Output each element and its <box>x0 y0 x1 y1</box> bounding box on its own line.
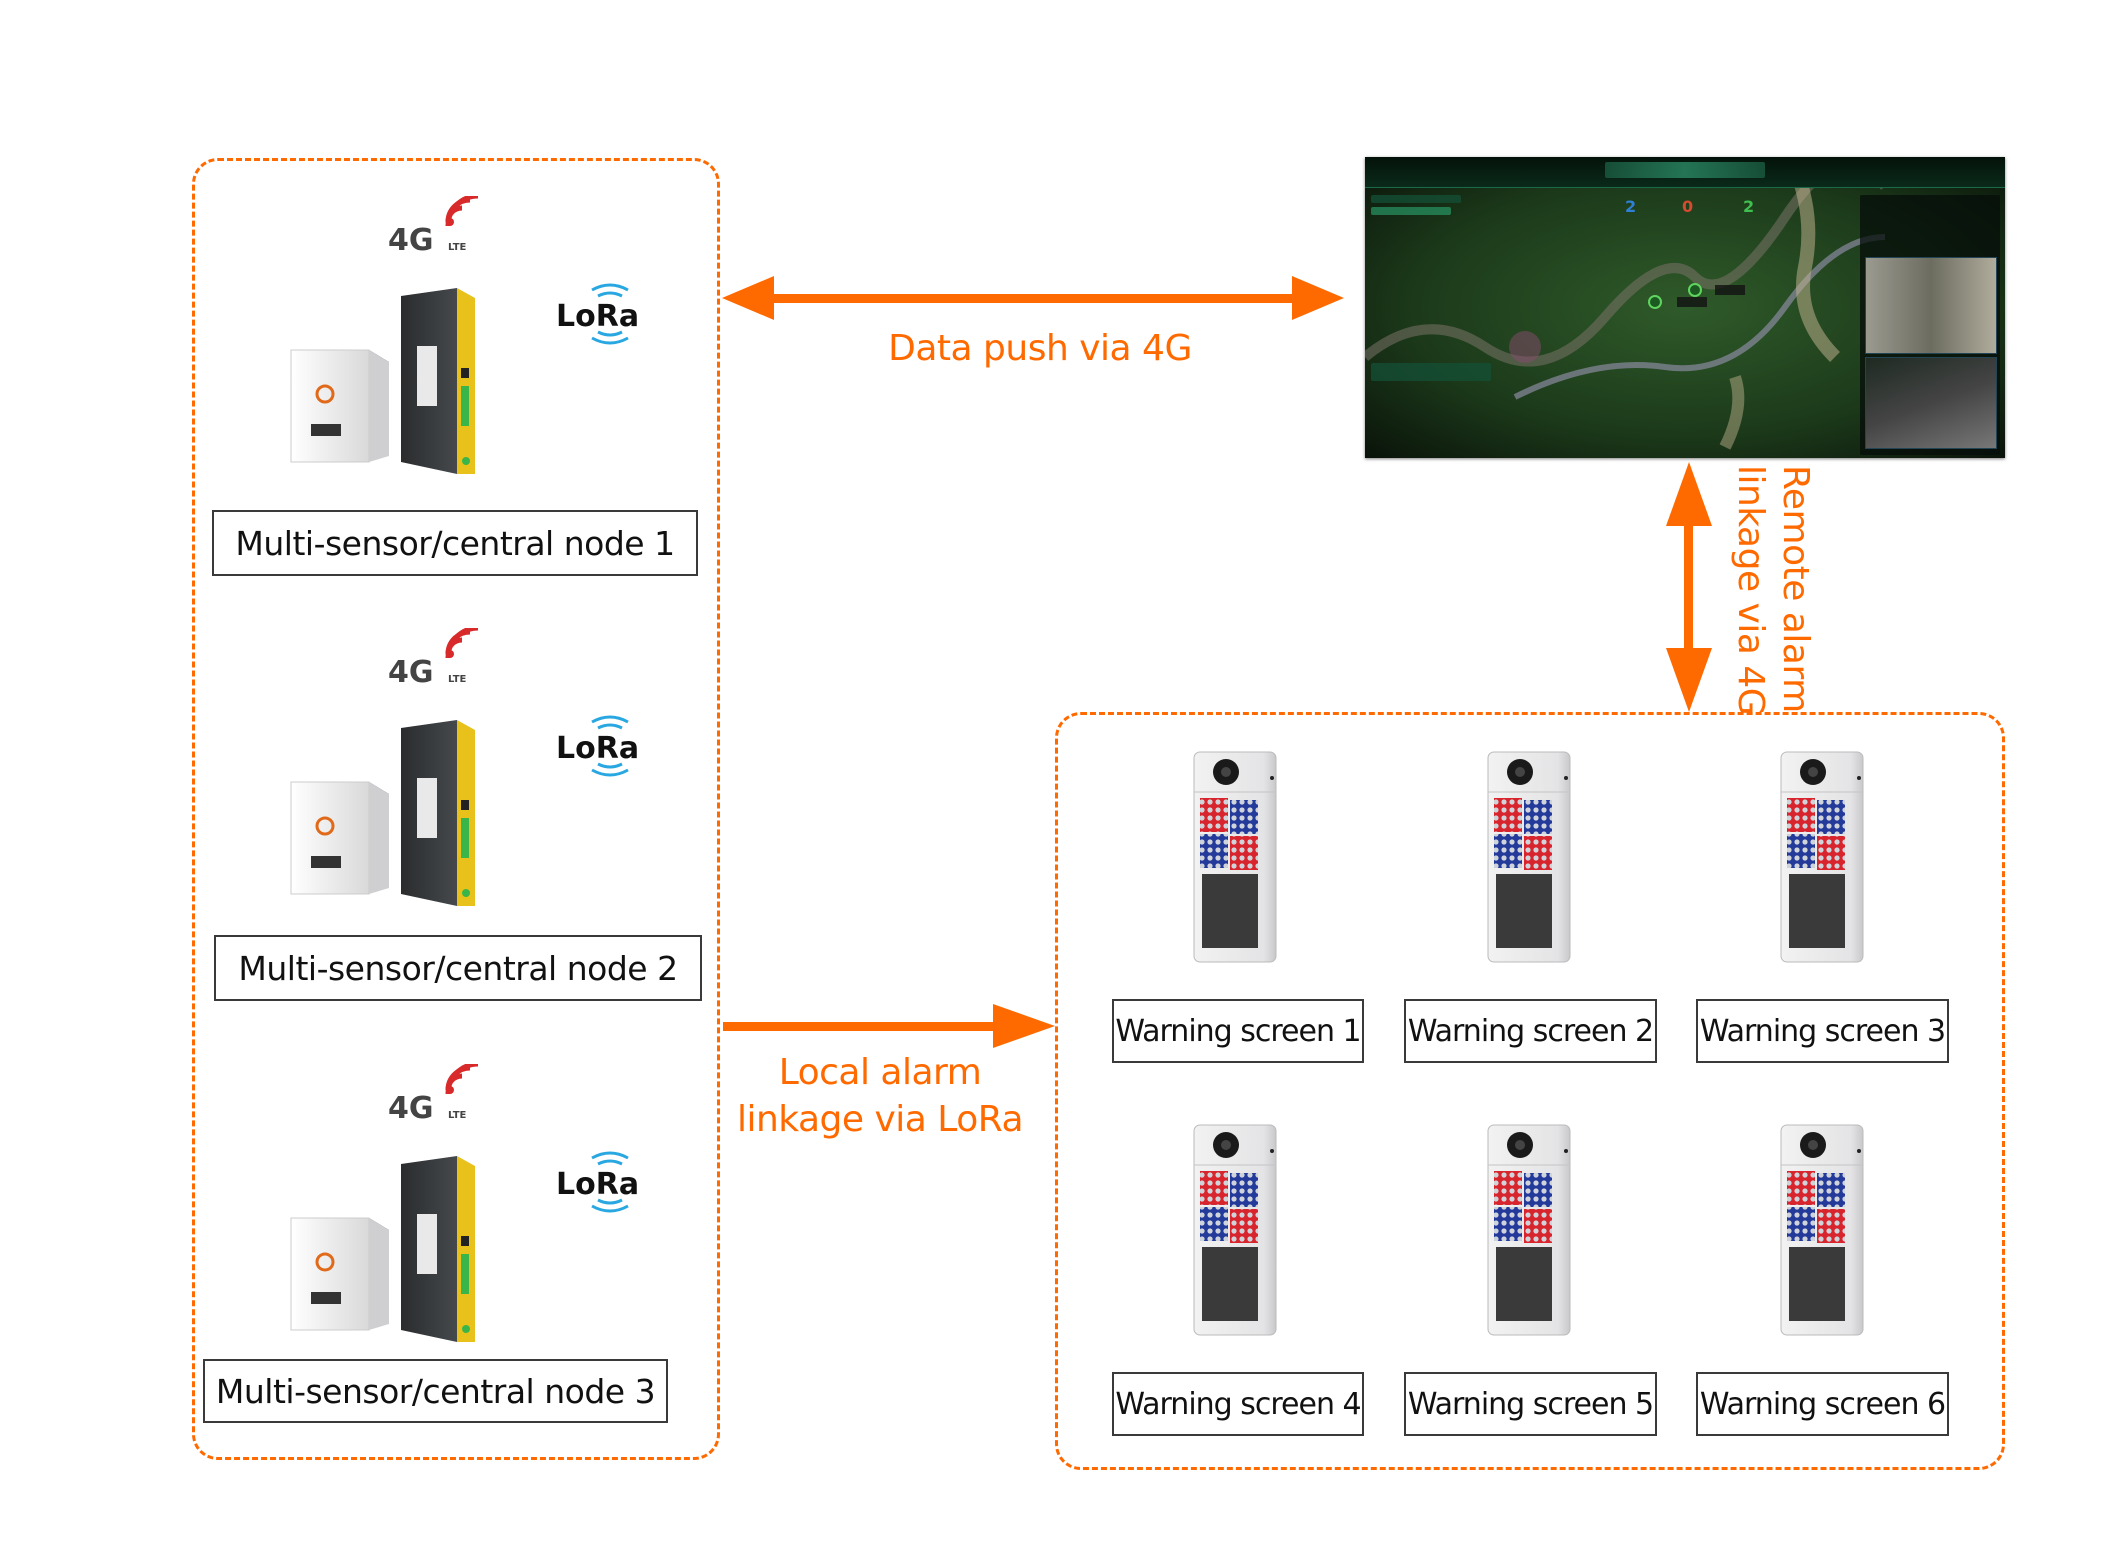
solar-sensor-cube-icon <box>285 1204 395 1334</box>
lora-text: LoRa <box>556 1167 639 1202</box>
gateway-router-icon <box>397 718 483 908</box>
sensor-node-3: 4G LTE LoRa <box>192 1064 639 1364</box>
warning-screen-4-label: Warning screen 4 <box>1112 1372 1364 1436</box>
warning-screen-5-device-icon <box>1484 1123 1580 1338</box>
lora-logo-icon: LoRa <box>550 708 670 786</box>
dashboard-camera-feed-1 <box>1865 257 1997 354</box>
data-push-arrow <box>722 276 1344 320</box>
local-alarm-arrow <box>723 1004 1055 1048</box>
warning-screen-1-label: Warning screen 1 <box>1112 999 1364 1063</box>
solar-sensor-cube-icon <box>285 768 395 898</box>
warning-screen-6-label: Warning screen 6 <box>1696 1372 1949 1436</box>
remote-alarm-arrow-head-up <box>1666 462 1712 526</box>
lora-text: LoRa <box>556 731 639 766</box>
data-push-arrow-head-right <box>1292 276 1344 320</box>
sensor-node-2: 4G LTE LoRa <box>192 628 639 928</box>
warning-screen-group <box>1055 712 2005 1470</box>
warning-screen-6-device-icon <box>1777 1123 1873 1338</box>
remote-alarm-arrow <box>1666 462 1712 712</box>
dashboard-left-panel-top <box>1371 195 1461 203</box>
4g-lte-logo-icon: 4G LTE <box>386 196 486 258</box>
data-push-label: Data push via 4G <box>888 328 1192 369</box>
lte-text: LTE <box>448 674 467 685</box>
dashboard-topbar <box>1365 157 2005 188</box>
warning-screen-2-label: Warning screen 2 <box>1404 999 1657 1063</box>
sensor-node-2-label: Multi-sensor/central node 2 <box>214 935 702 1001</box>
dashboard-left-panel-bottom <box>1371 363 1491 381</box>
data-push-arrow-head-left <box>722 276 774 320</box>
remote-alarm-label-line-1: Remote alarm <box>1775 465 1816 713</box>
remote-alarm-arrow-head-down <box>1666 648 1712 712</box>
4g-text: 4G <box>388 223 434 258</box>
solar-sensor-cube-icon <box>285 336 395 466</box>
remote-alarm-label: Remote alarm linkage via 4G <box>1728 465 1818 715</box>
dashboard-counter-1: 2 <box>1625 197 1637 216</box>
warning-screen-3-device-icon <box>1777 750 1873 965</box>
gateway-router-icon <box>397 286 483 476</box>
local-alarm-arrow-head <box>993 1004 1055 1048</box>
lte-text: LTE <box>448 1110 467 1121</box>
local-alarm-label-line-2: linkage via LoRa <box>736 1098 1024 1140</box>
warning-screen-1-device-icon <box>1190 750 1286 965</box>
4g-text: 4G <box>388 1091 434 1126</box>
dashboard-counter-2: 0 <box>1682 197 1694 216</box>
warning-screen-3-label: Warning screen 3 <box>1696 999 1949 1063</box>
local-alarm-arrow-shaft <box>723 1022 998 1031</box>
4g-lte-logo-icon: 4G LTE <box>386 628 486 690</box>
remote-alarm-arrow-shaft <box>1684 522 1693 652</box>
dashboard-counter-3: 2 <box>1743 197 1755 216</box>
dashboard-left-panel-item <box>1371 207 1451 215</box>
dashboard-title-bar <box>1605 162 1765 178</box>
sensor-node-1-label: Multi-sensor/central node 1 <box>212 510 698 576</box>
lora-logo-icon: LoRa <box>550 1144 670 1222</box>
warning-screen-2-device-icon <box>1484 750 1580 965</box>
local-alarm-label-line-1: Local alarm <box>778 1052 982 1093</box>
lte-text: LTE <box>448 242 467 253</box>
dashboard-camera-feed-2 <box>1865 357 1997 449</box>
gateway-router-icon <box>397 1154 483 1344</box>
warning-screen-4-device-icon <box>1190 1123 1286 1338</box>
data-push-arrow-shaft <box>772 294 1292 303</box>
sensor-node-3-label: Multi-sensor/central node 3 <box>203 1359 668 1423</box>
monitoring-platform-dashboard: 2 0 2 <box>1365 157 2005 458</box>
lora-logo-icon: LoRa <box>550 276 670 354</box>
warning-screen-5-label: Warning screen 5 <box>1404 1372 1657 1436</box>
remote-alarm-label-line-2: linkage via 4G <box>1730 465 1771 716</box>
4g-lte-logo-icon: 4G LTE <box>386 1064 486 1126</box>
sensor-node-group <box>192 158 720 1460</box>
sensor-node-1: 4G LTE LoRa <box>192 196 639 496</box>
local-alarm-label: Local alarm linkage via LoRa <box>720 1050 1040 1144</box>
lora-text: LoRa <box>556 299 639 334</box>
4g-text: 4G <box>388 655 434 690</box>
